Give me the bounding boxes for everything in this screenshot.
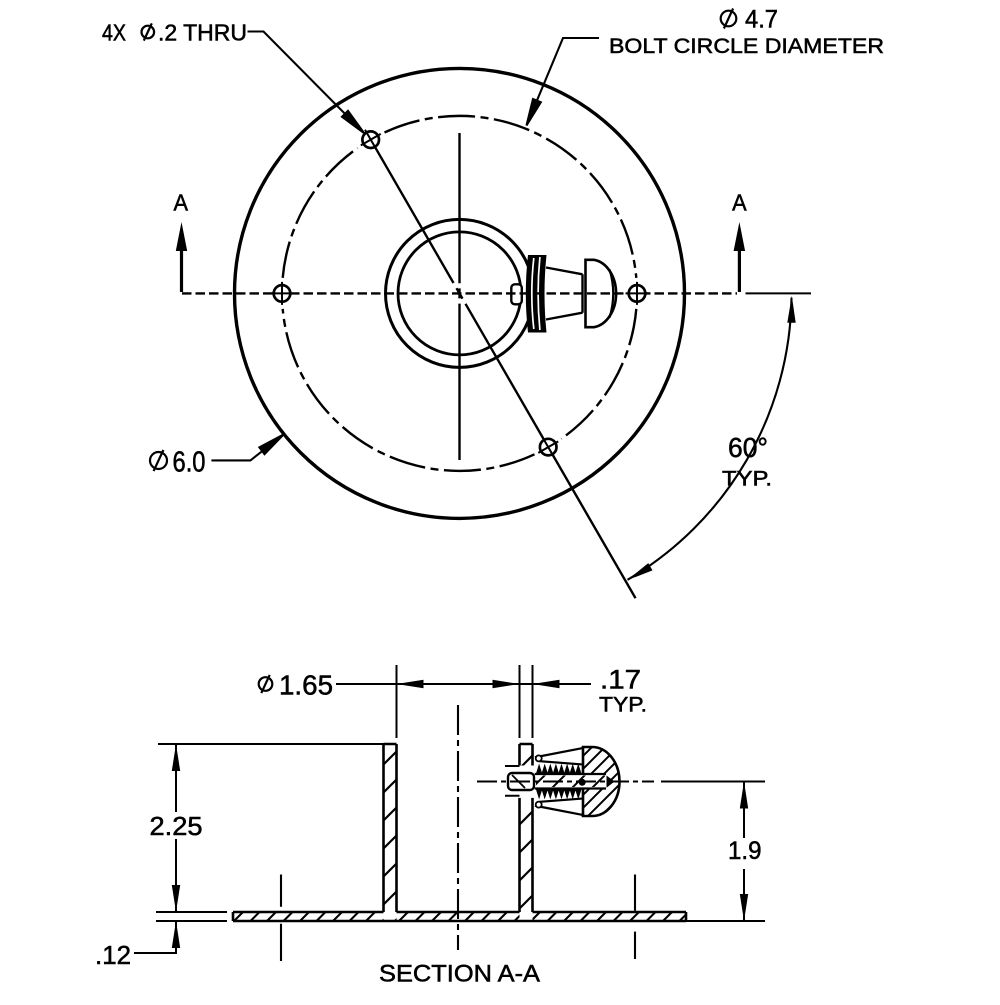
svg-text:.17: .17: [600, 665, 641, 695]
svg-text:SECTION A-A: SECTION A-A: [379, 961, 541, 988]
svg-text:1.9: 1.9: [728, 837, 762, 865]
svg-text:TYP.: TYP.: [599, 693, 647, 717]
svg-text:1.65: 1.65: [279, 670, 333, 701]
svg-text:TYP.: TYP.: [722, 468, 772, 491]
svg-text:BOLT CIRCLE DIAMETER: BOLT CIRCLE DIAMETER: [609, 34, 884, 58]
svg-text:2.25: 2.25: [150, 811, 203, 841]
svg-text:.12: .12: [95, 940, 131, 970]
svg-text:A: A: [732, 190, 747, 216]
svg-text:.2 THRU: .2 THRU: [158, 20, 247, 46]
svg-text:60°: 60°: [728, 432, 768, 463]
svg-text:A: A: [173, 190, 188, 216]
svg-text:6.0: 6.0: [173, 447, 206, 479]
svg-text:4X: 4X: [102, 20, 126, 46]
svg-text:4.7: 4.7: [745, 6, 778, 34]
